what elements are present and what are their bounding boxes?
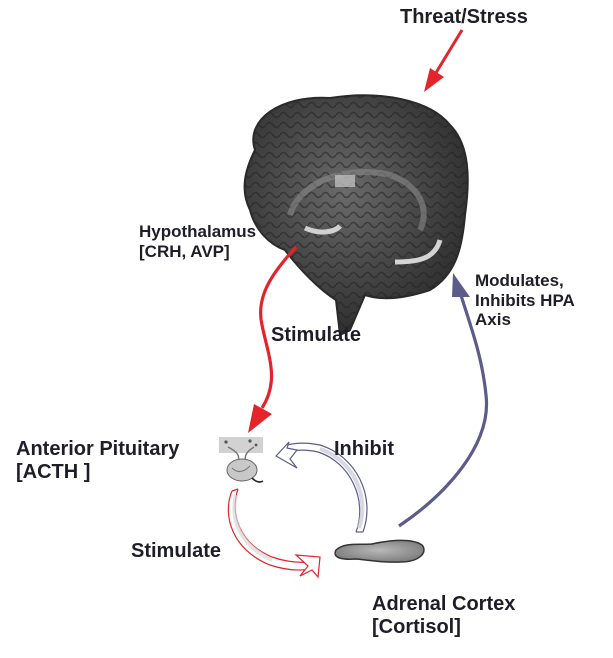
adrenal-to-brain-modulate-arrow [398, 273, 489, 528]
adrenal-label: Adrenal Cortex[Cortisol] [372, 593, 515, 639]
pituitary-gland-icon [219, 437, 264, 483]
hypothalamus-hormones: [CRH, AVP] [139, 241, 230, 261]
hypothalamus-label: Hypothalamus[CRH, AVP] [139, 222, 256, 261]
stimulate-label-hypothalamus: Stimulate [271, 324, 362, 346]
stimulate-label-pituitary: Stimulate [131, 540, 222, 562]
pituitary-to-adrenal-arrow [227, 488, 321, 579]
modulates-line-2: Inhibits HPA [475, 290, 575, 310]
pituitary-label: Anterior Pituitary[ACTH ] [16, 438, 179, 484]
brain-illustration [243, 94, 469, 337]
pituitary-hormones: [ACTH ] [16, 461, 91, 483]
adrenal-to-pituitary-inhibit-arrow [275, 441, 368, 533]
hypothalamus-to-pituitary-arrow [248, 245, 298, 433]
inhibit-label: Inhibit [334, 438, 394, 460]
stress-arrow [424, 29, 464, 92]
pituitary-name: Anterior Pituitary [16, 438, 180, 460]
stressor-label: Threat/Stress [400, 6, 528, 28]
adrenal-name: Adrenal Cortex [372, 593, 516, 615]
adrenal-gland-icon [334, 539, 425, 563]
hypothalamus-name: Hypothalamus [139, 222, 257, 241]
adrenal-hormones: [Cortisol] [372, 616, 461, 638]
modulates-line-1: Modulates, [475, 271, 564, 290]
modulates-line-3: Axis [475, 310, 511, 330]
